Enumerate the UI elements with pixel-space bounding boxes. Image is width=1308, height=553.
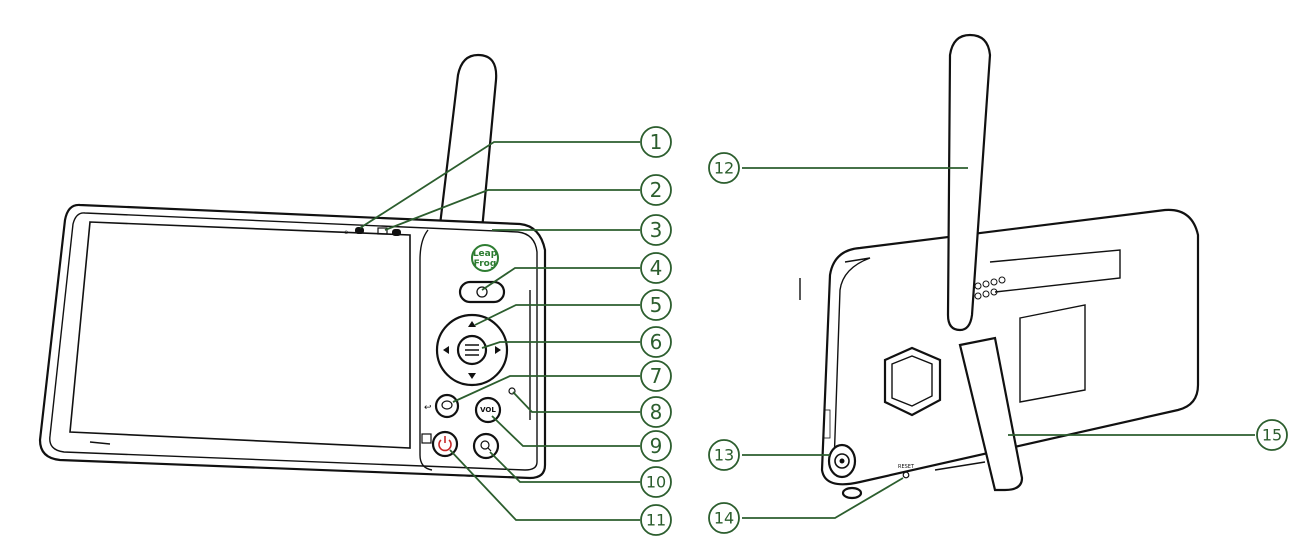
screen-off-icon <box>421 433 432 444</box>
down-arrow-icon <box>468 373 476 379</box>
monitor-front-view: ⊖ Leap Frog <box>38 53 547 480</box>
svg-text:12: 12 <box>714 159 734 178</box>
svg-text:5: 5 <box>650 293 663 317</box>
right-arrow-icon <box>495 346 501 354</box>
svg-text:14: 14 <box>714 509 734 528</box>
leapfrog-logo: Leap Frog <box>471 244 499 272</box>
svg-text:10: 10 <box>646 473 666 492</box>
svg-text:9: 9 <box>650 434 663 458</box>
monitor-body-back <box>820 208 1200 486</box>
up-arrow-icon <box>468 321 476 327</box>
foot-left <box>89 441 111 445</box>
zoom-icon <box>480 440 490 450</box>
talk-button[interactable] <box>434 393 460 419</box>
back-inner-edge <box>833 257 871 466</box>
battery-icon <box>377 227 388 235</box>
svg-text:15: 15 <box>1262 426 1282 445</box>
svg-text:Frog: Frog <box>474 259 497 269</box>
callout-9: 9 <box>640 430 672 462</box>
svg-text:13: 13 <box>714 446 734 465</box>
callout-10: 10 <box>640 466 672 498</box>
back-panel <box>1019 304 1086 403</box>
callout-5: 5 <box>640 289 672 321</box>
left-arrow-icon <box>443 346 449 354</box>
menu-button[interactable] <box>456 334 488 366</box>
monitor-body-inner-edge <box>49 212 538 471</box>
power-port <box>827 443 857 479</box>
battery-indicator <box>377 227 401 236</box>
reset-button[interactable]: RESET <box>898 464 915 479</box>
volume-button[interactable]: VOL <box>474 396 502 424</box>
callout-6: 6 <box>640 326 672 358</box>
svg-text:2: 2 <box>650 178 663 202</box>
antenna-back <box>946 33 992 332</box>
svg-text:RESET: RESET <box>898 464 915 470</box>
battery-led <box>392 229 401 236</box>
callout-12: 12 <box>708 152 740 184</box>
svg-text:8: 8 <box>650 400 663 424</box>
svg-text:3: 3 <box>650 218 663 242</box>
foot-right <box>449 474 471 477</box>
callout-11: 11 <box>640 504 672 536</box>
link-led <box>355 227 364 234</box>
menu-icon <box>465 344 479 356</box>
callout-15: 15 <box>1256 419 1288 451</box>
microphone-hole <box>508 387 516 395</box>
svg-text:4: 4 <box>650 256 663 280</box>
svg-text:7: 7 <box>650 364 663 388</box>
antenna-front <box>438 53 498 232</box>
callout-3: 3 <box>640 214 672 246</box>
speaker-holes <box>974 276 1006 300</box>
speech-bubble-icon <box>441 400 453 410</box>
callout-14: 14 <box>708 502 740 534</box>
kickstand <box>958 336 1024 492</box>
leader-lines <box>359 141 1255 521</box>
top-slot <box>989 249 1121 293</box>
zoom-button[interactable] <box>472 432 500 460</box>
callout-8: 8 <box>640 396 672 428</box>
callout-2: 2 <box>640 174 672 206</box>
svg-text:11: 11 <box>646 511 666 530</box>
mount-plate <box>883 346 942 417</box>
callout-13: 13 <box>708 439 740 471</box>
back-icon: ↩ <box>424 403 432 413</box>
stand-base <box>934 461 986 471</box>
svg-text:Leap: Leap <box>473 249 498 259</box>
svg-text:6: 6 <box>650 330 663 354</box>
vol-label: VOL <box>480 406 496 414</box>
monitor-back-view: RESET <box>799 33 1200 500</box>
callout-1: 1 <box>640 126 672 158</box>
moon-icon <box>476 286 488 298</box>
power-icon <box>438 439 452 452</box>
svg-text:1: 1 <box>650 130 663 154</box>
callout-4: 4 <box>640 252 672 284</box>
side-port-labels <box>823 409 831 439</box>
link-icon: ⊖ <box>344 230 348 236</box>
night-light-button[interactable] <box>458 280 506 304</box>
bottom-foot <box>841 486 863 500</box>
callout-7: 7 <box>640 360 672 392</box>
display-screen <box>69 221 411 449</box>
link-indicator: ⊖ <box>344 227 364 236</box>
control-panel-edge <box>419 229 433 471</box>
